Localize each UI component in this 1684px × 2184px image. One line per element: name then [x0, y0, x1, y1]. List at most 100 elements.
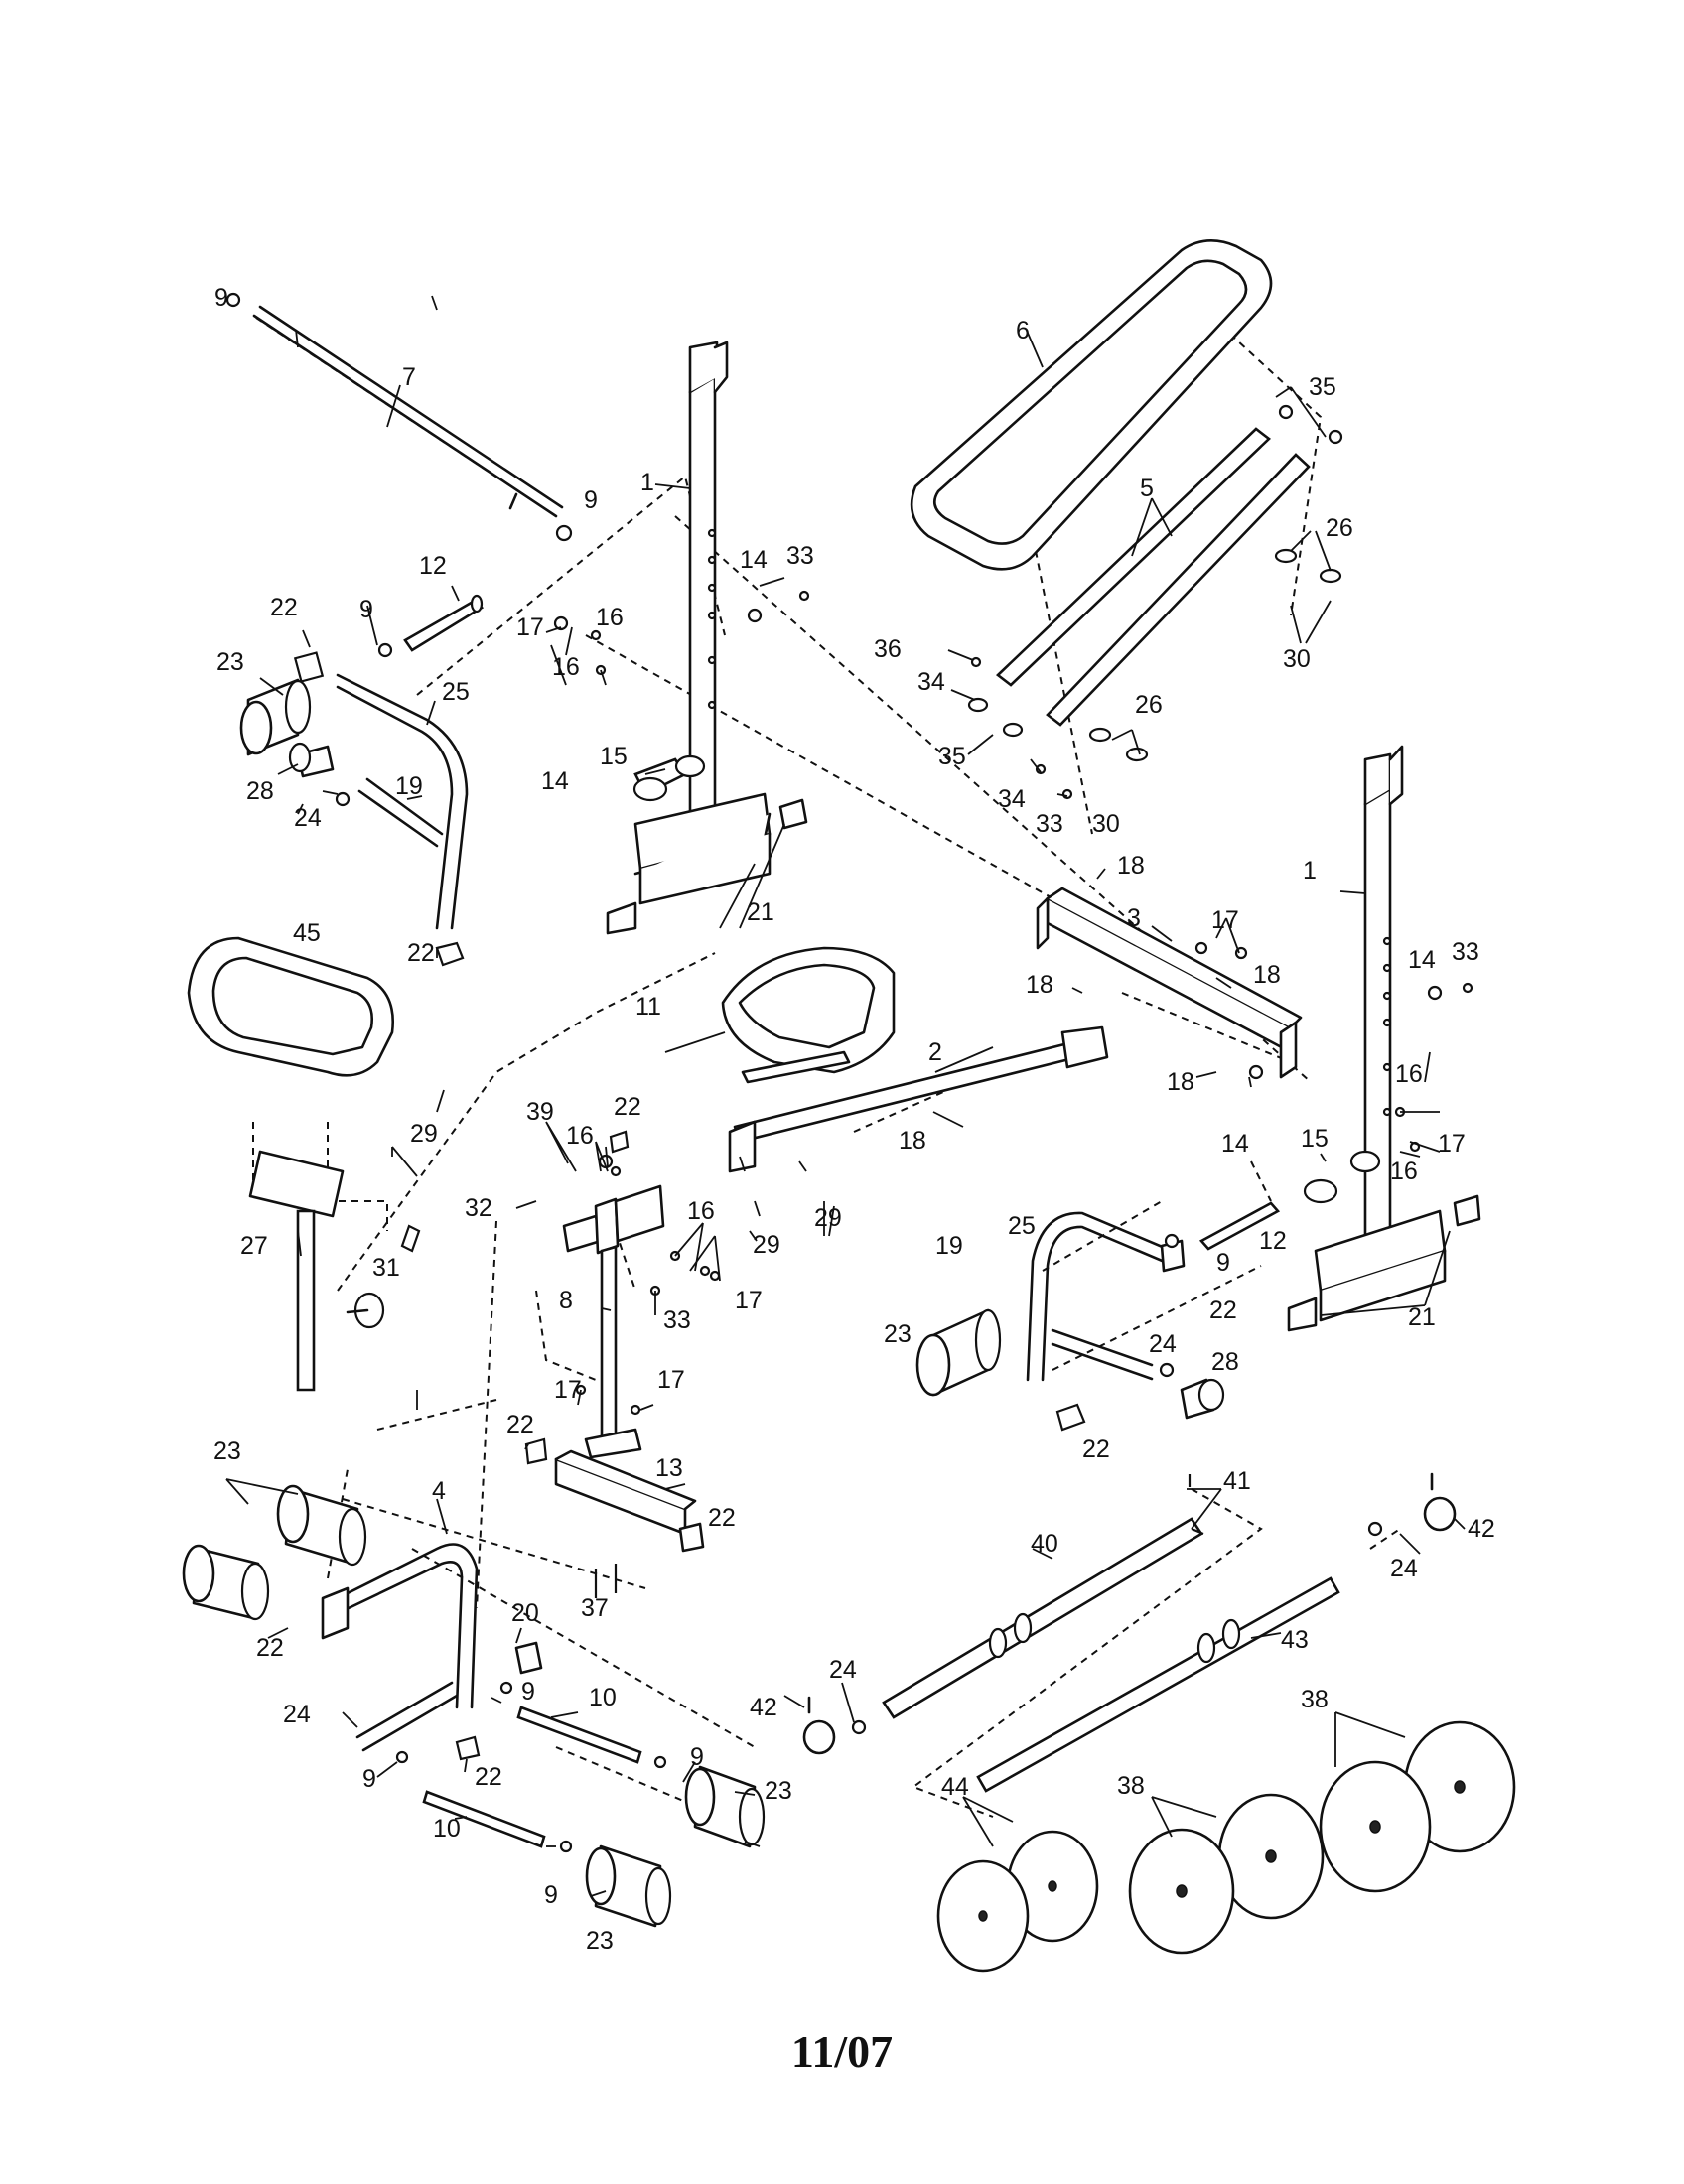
callout-15: 15	[600, 743, 628, 770]
callout-35: 35	[938, 743, 966, 770]
callout-9: 9	[544, 1881, 558, 1909]
callout-5: 5	[1140, 475, 1154, 502]
callout-18: 18	[1026, 971, 1053, 999]
part-42-collars	[802, 1472, 1457, 1755]
callout-22: 22	[270, 594, 298, 621]
callout-22: 22	[475, 1763, 502, 1791]
callout-22: 22	[614, 1093, 641, 1121]
part-1-upright-left	[606, 341, 808, 935]
callout-13: 13	[655, 1454, 683, 1482]
callout-3: 3	[1127, 904, 1141, 932]
callout-24: 24	[1390, 1555, 1418, 1582]
part-2-main-beam	[728, 1025, 1109, 1173]
part-23-roller-right	[915, 1308, 1225, 1420]
callout-1: 1	[640, 469, 654, 496]
callout-37: 37	[581, 1594, 609, 1622]
part-44-plates	[936, 1830, 1099, 1973]
callout-9: 9	[214, 284, 228, 312]
callout-6: 6	[1016, 317, 1030, 344]
callout-18: 18	[1117, 852, 1145, 880]
part-13-bracket	[524, 1437, 705, 1553]
callout-21: 21	[747, 898, 774, 926]
callout-42: 42	[1468, 1515, 1495, 1543]
callout-22: 22	[256, 1634, 284, 1662]
callout-26: 26	[1326, 514, 1353, 542]
callout-36: 36	[874, 635, 902, 663]
part-4-lower-frame	[321, 1543, 543, 1761]
callout-10: 10	[589, 1684, 617, 1711]
callout-42: 42	[750, 1694, 777, 1721]
callout-16: 16	[1390, 1158, 1418, 1185]
callout-23: 23	[884, 1320, 912, 1348]
callout-17: 17	[516, 614, 544, 641]
callout-9: 9	[690, 1743, 704, 1771]
part-23-rollers-left	[239, 678, 335, 778]
part-7-rod	[225, 292, 573, 542]
part-12-shaft	[403, 594, 485, 652]
callout-17: 17	[554, 1376, 582, 1404]
callout-39: 39	[526, 1098, 554, 1126]
callout-14: 14	[740, 546, 768, 574]
part-11-seat	[721, 946, 896, 1084]
callout-38: 38	[1301, 1686, 1329, 1713]
callout-16: 16	[552, 653, 580, 681]
callout-16: 16	[687, 1197, 715, 1225]
callout-28: 28	[1211, 1348, 1239, 1376]
part-38-plates	[1128, 1720, 1516, 1955]
callout-22: 22	[407, 939, 435, 967]
callout-33: 33	[1036, 810, 1063, 838]
callout-24: 24	[294, 804, 322, 832]
callout-30: 30	[1092, 810, 1120, 838]
part-5-rails	[996, 427, 1311, 727]
callout-33: 33	[1452, 938, 1479, 966]
part-25-tube-left	[293, 651, 469, 967]
callout-15: 15	[1301, 1125, 1329, 1153]
callout-2: 2	[928, 1038, 942, 1066]
callout-17: 17	[1438, 1130, 1466, 1158]
callout-25: 25	[442, 678, 470, 706]
part-8-center-post	[562, 1184, 665, 1459]
callout-10: 10	[433, 1815, 461, 1843]
callout-9: 9	[521, 1678, 535, 1706]
callout-29: 29	[410, 1120, 438, 1148]
callout-12: 12	[419, 552, 447, 580]
callout-29: 29	[814, 1204, 842, 1232]
callout-17: 17	[1211, 906, 1239, 934]
callout-22: 22	[708, 1504, 736, 1532]
callout-45: 45	[293, 919, 321, 947]
callout-11: 11	[635, 993, 661, 1021]
callout-34: 34	[917, 668, 945, 696]
callout-labels: 9 7 9 1 6 35 5 26 30 12 22 9 23 25 28 19…	[213, 284, 1495, 1955]
callout-44: 44	[941, 1773, 969, 1801]
callout-33: 33	[786, 542, 814, 570]
part-23-rollers-lower	[182, 1484, 367, 1621]
callout-43: 43	[1281, 1626, 1309, 1654]
callout-34: 34	[998, 785, 1026, 813]
callout-17: 17	[657, 1366, 685, 1394]
callout-9: 9	[584, 486, 598, 514]
callout-26: 26	[1135, 691, 1163, 719]
callout-24: 24	[1149, 1330, 1177, 1358]
callout-7: 7	[402, 363, 416, 391]
revision-date: 11/07	[790, 2026, 894, 2077]
callout-17: 17	[735, 1287, 763, 1314]
callout-25: 25	[1008, 1212, 1036, 1240]
callout-24: 24	[283, 1701, 311, 1728]
callout-27: 27	[240, 1232, 268, 1260]
callout-22: 22	[1082, 1435, 1110, 1463]
part-9-nut	[225, 292, 241, 308]
callout-9: 9	[359, 596, 373, 623]
callout-22: 22	[506, 1411, 534, 1438]
callout-20: 20	[511, 1599, 539, 1627]
callout-41: 41	[1223, 1467, 1251, 1495]
part-10-rods	[422, 1706, 642, 1848]
callout-14: 14	[1221, 1130, 1249, 1158]
part-43-bar	[976, 1576, 1340, 1793]
part-27-post	[248, 1150, 385, 1392]
part-23-rollers-bottom	[585, 1765, 766, 1928]
callout-9: 9	[1216, 1249, 1230, 1277]
part-9-nut	[555, 524, 573, 542]
callout-9: 9	[362, 1765, 376, 1793]
